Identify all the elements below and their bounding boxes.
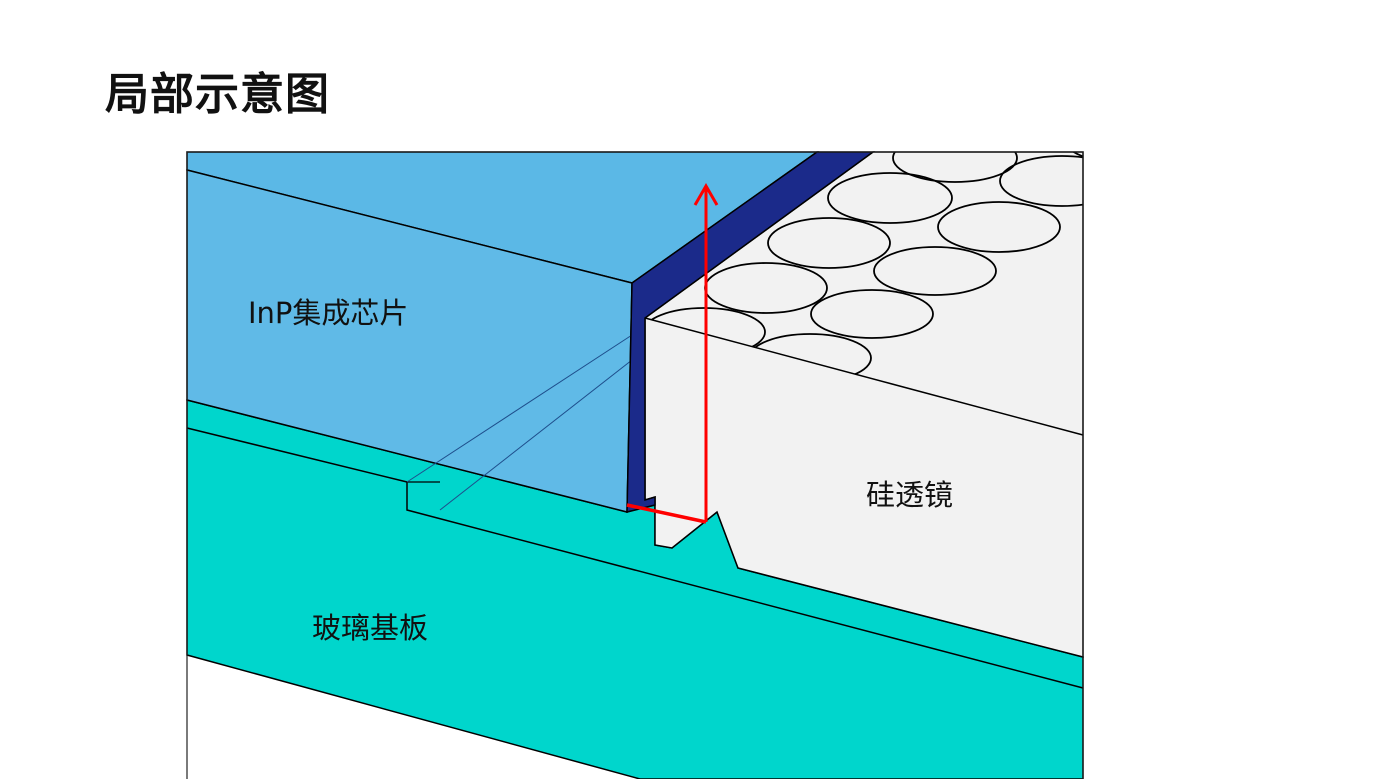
microlens <box>937 201 1061 253</box>
diagram-frame <box>186 151 1084 779</box>
arrow-head-icon <box>693 183 719 206</box>
microlens <box>873 246 997 296</box>
lens-top-edge <box>644 317 1084 436</box>
page-title: 局部示意图 <box>105 69 330 120</box>
microlens <box>999 155 1083 207</box>
hidden-line <box>439 359 633 511</box>
horizontal-offset-line <box>626 503 707 524</box>
microlens <box>892 152 1018 183</box>
hidden-line <box>406 334 633 483</box>
chip-label: InP集成芯片 <box>248 296 409 330</box>
microlens <box>810 289 934 339</box>
microlens <box>767 217 891 269</box>
microlens <box>1062 152 1083 164</box>
microlens <box>827 172 953 224</box>
substrate-step-line <box>186 427 1084 689</box>
lens-label: 硅透镜 <box>866 478 954 512</box>
substrate-label: 玻璃基板 <box>312 611 429 645</box>
